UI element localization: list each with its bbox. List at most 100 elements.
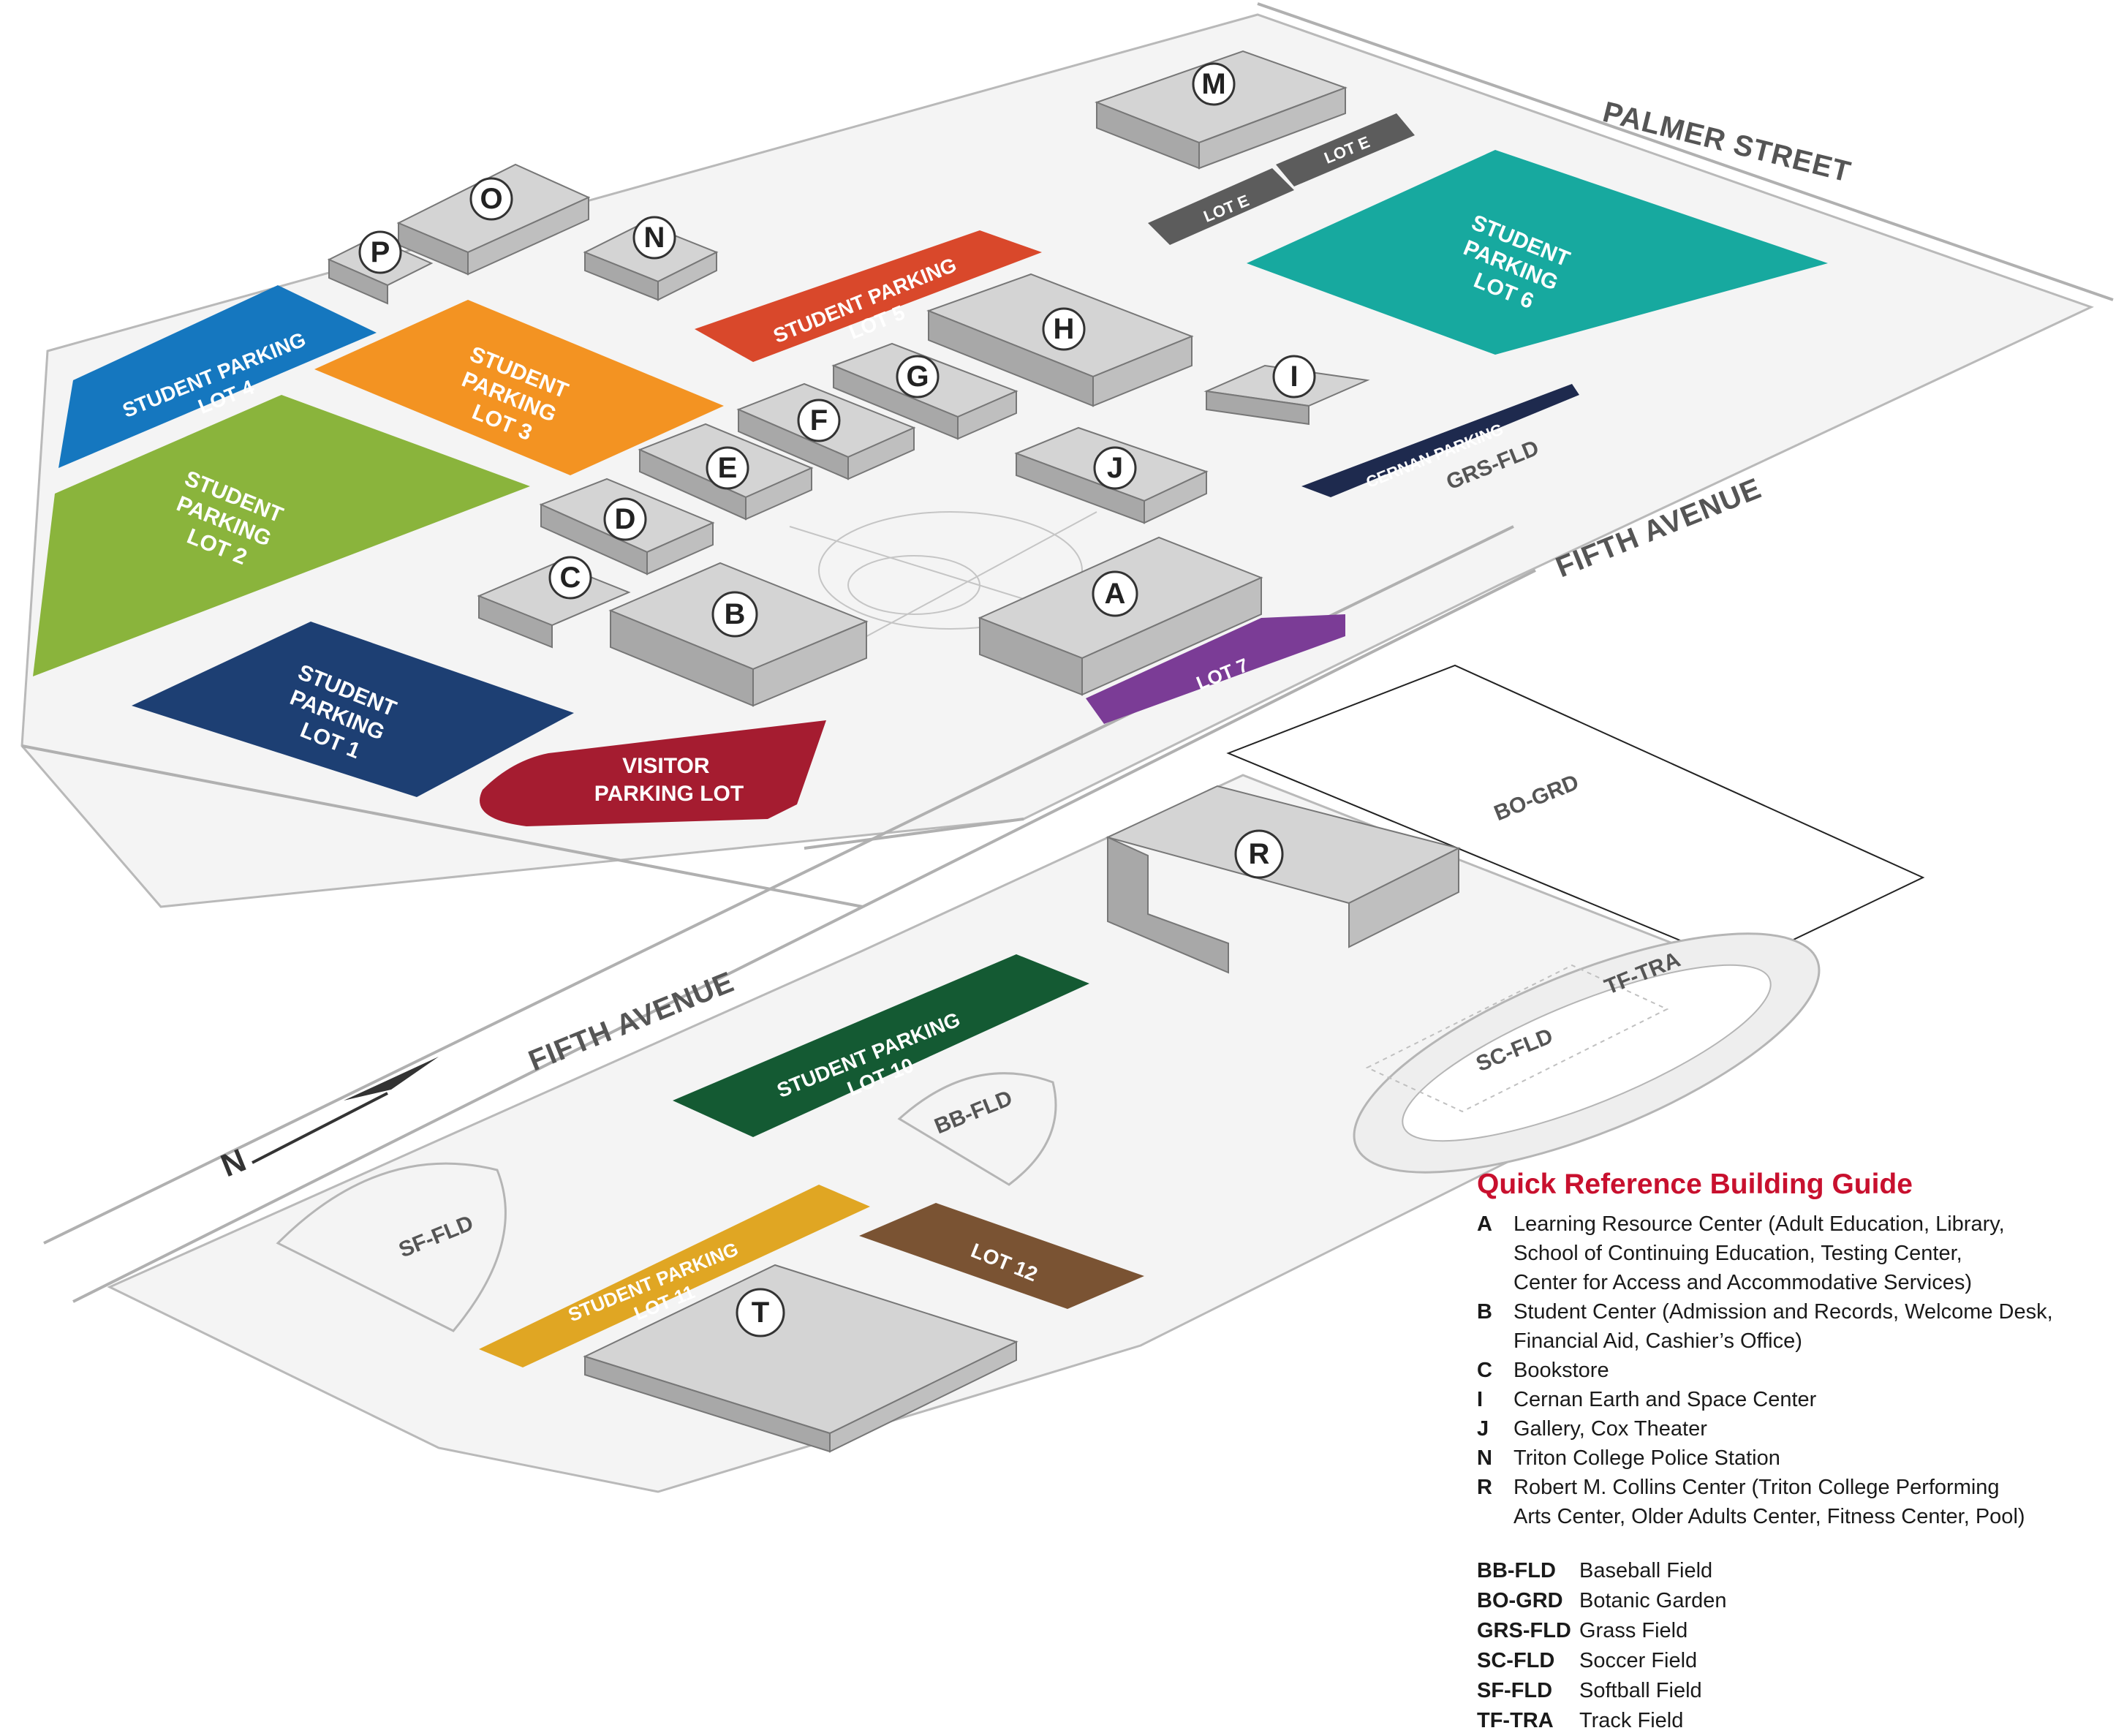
building-t-letter: T: [752, 1297, 769, 1329]
visitor-parking-lot: VISITOR PARKING LOT: [480, 720, 826, 826]
building-c-letter: C: [560, 562, 581, 594]
facility-entry: BB-FLD Baseball Field: [1477, 1556, 2113, 1586]
facility-code: BO-GRD: [1477, 1589, 1563, 1612]
building-p-letter: P: [371, 236, 390, 268]
building-c-marker[interactable]: C: [548, 556, 592, 600]
facility-entry: SF-FLD Softball Field: [1477, 1676, 2113, 1706]
building-j-marker[interactable]: J: [1093, 446, 1137, 490]
guide-entry: B Student Center (Admission and Records, …: [1477, 1297, 2113, 1356]
guide-entry-line: Gallery, Cox Theater: [1513, 1417, 1707, 1441]
guide-entry-line: Robert M. Collins Center (Triton College…: [1513, 1476, 2000, 1499]
ball-fields: [276, 1072, 1057, 1332]
facility-entry: GRS-FLD Grass Field: [1477, 1616, 2113, 1646]
lot-1: STUDENT PARKING LOT 1: [132, 622, 574, 797]
facility-label: Soccer Field: [1579, 1649, 1698, 1672]
building-h-marker[interactable]: H: [1042, 307, 1086, 351]
north-arrow: N: [216, 1057, 439, 1184]
building-b-letter: B: [725, 598, 746, 630]
visitor-lot-line-1: VISITOR: [622, 754, 710, 778]
visitor-lot-line-2: PARKING LOT: [594, 782, 744, 806]
track-field: [1353, 932, 1821, 1174]
guide-entry: A Learning Resource Center (Adult Educati…: [1477, 1209, 2113, 1297]
building-guide-list: A Learning Resource Center (Adult Educati…: [1477, 1209, 2113, 1531]
building-e-marker[interactable]: E: [706, 446, 749, 490]
building-i-letter: I: [1290, 361, 1298, 393]
lot-2: STUDENT PARKING LOT 2: [33, 395, 530, 676]
guide-entry-line: Student Center (Admission and Records, W…: [1513, 1300, 2053, 1324]
guide-entry-code: I: [1477, 1388, 1484, 1411]
building-g-letter: G: [906, 361, 929, 393]
guide-entry-code: B: [1477, 1300, 1492, 1324]
building-a-marker[interactable]: A: [1092, 570, 1138, 617]
facility-code: SC-FLD: [1477, 1649, 1555, 1672]
facility-label: Grass Field: [1579, 1619, 1688, 1642]
building-f-letter: F: [810, 404, 828, 437]
building-o-marker[interactable]: O: [469, 177, 513, 221]
svg-text:VISITOR PARKING LOT: VISITOR PARKING LOT: [594, 754, 744, 806]
campus-walkways: [789, 511, 1097, 659]
guide-entry-line: School of Continuing Education, Testing …: [1513, 1242, 1962, 1265]
facility-entry: SC-FLD Soccer Field: [1477, 1646, 2113, 1676]
building-o-letter: O: [480, 183, 502, 215]
building-n-marker[interactable]: N: [632, 216, 676, 260]
facility-label: Baseball Field: [1579, 1559, 1713, 1582]
lot-12: LOT 12: [859, 1203, 1144, 1309]
guide-entry-description: Cernan Earth and Space Center: [1513, 1385, 2113, 1414]
guide-entry-line: Cernan Earth and Space Center: [1513, 1388, 1817, 1411]
facility-entry: TF-TRA Track Field: [1477, 1706, 2113, 1736]
facility-label: Softball Field: [1579, 1679, 1702, 1702]
building-e-letter: E: [718, 452, 738, 484]
botanic-garden-outline: [1226, 664, 1925, 967]
building-b-marker[interactable]: B: [711, 591, 758, 638]
building-n-letter: N: [644, 222, 665, 254]
guide-entry-description: Learning Resource Center (Adult Educatio…: [1513, 1209, 2113, 1297]
guide-entry-code: C: [1477, 1359, 1492, 1382]
guide-entry-code: N: [1477, 1446, 1492, 1470]
guide-entry: C Bookstore: [1477, 1356, 2113, 1385]
building-r-marker[interactable]: R: [1234, 829, 1284, 879]
guide-entry-description: Student Center (Admission and Records, W…: [1513, 1297, 2113, 1356]
facility-label: Botanic Garden: [1579, 1589, 1727, 1612]
building-a-letter: A: [1105, 578, 1126, 610]
guide-entry-line: Bookstore: [1513, 1359, 1609, 1382]
guide-entry: N Triton College Police Station: [1477, 1443, 2113, 1473]
north-arrow-letter: N: [216, 1142, 251, 1184]
guide-title: Quick Reference Building Guide: [1477, 1169, 1913, 1200]
guide-entry-line: Center for Access and Accommodative Serv…: [1513, 1271, 1972, 1294]
building-h-letter: H: [1054, 313, 1075, 345]
facility-label: Track Field: [1579, 1709, 1684, 1732]
guide-entry: R Robert M. Collins Center (Triton Colleg…: [1477, 1473, 2113, 1531]
building-p-marker[interactable]: P: [358, 230, 402, 274]
building-d-letter: D: [615, 503, 636, 535]
guide-entry-code: A: [1477, 1212, 1492, 1236]
guide-entry: I Cernan Earth and Space Center: [1477, 1385, 2113, 1414]
building-d-marker[interactable]: D: [603, 497, 647, 541]
lot-6: STUDENT PARKING LOT 6: [1247, 150, 1828, 355]
building-r-letter: R: [1249, 838, 1270, 870]
building-f-marker[interactable]: F: [797, 399, 841, 442]
facility-code: GRS-FLD: [1477, 1619, 1571, 1642]
building-j-letter: J: [1107, 452, 1123, 484]
guide-entry-description: Bookstore: [1513, 1356, 2113, 1385]
facility-entry: BO-GRD Botanic Garden: [1477, 1586, 2113, 1616]
facility-code: TF-TRA: [1477, 1709, 1554, 1732]
lot-e-parking: LOT E LOT E: [1148, 113, 1415, 245]
facility-code: BB-FLD: [1477, 1559, 1556, 1582]
guide-entry-line: Learning Resource Center (Adult Educatio…: [1513, 1212, 2005, 1236]
guide-entry-line: Financial Aid, Cashier’s Office): [1513, 1329, 1802, 1353]
facility-code: SF-FLD: [1477, 1679, 1553, 1702]
lot-10: STUDENT PARKING LOT 10: [673, 954, 1089, 1137]
guide-entry-line: Triton College Police Station: [1513, 1446, 1780, 1470]
guide-entry-code: R: [1477, 1476, 1492, 1499]
building-m-marker[interactable]: M: [1192, 62, 1236, 106]
building-i-marker[interactable]: I: [1272, 355, 1316, 399]
building-t: [583, 1264, 1018, 1453]
guide-entry: J Gallery, Cox Theater: [1477, 1414, 2113, 1443]
building-g-marker[interactable]: G: [896, 355, 940, 399]
guide-entry-code: J: [1477, 1417, 1489, 1441]
building-labels: M O P N H G F E D C B A I J R T: [358, 62, 1316, 1337]
guide-entry-line: Arts Center, Older Adults Center, Fitnes…: [1513, 1505, 2025, 1528]
building-t-marker[interactable]: T: [736, 1288, 785, 1337]
